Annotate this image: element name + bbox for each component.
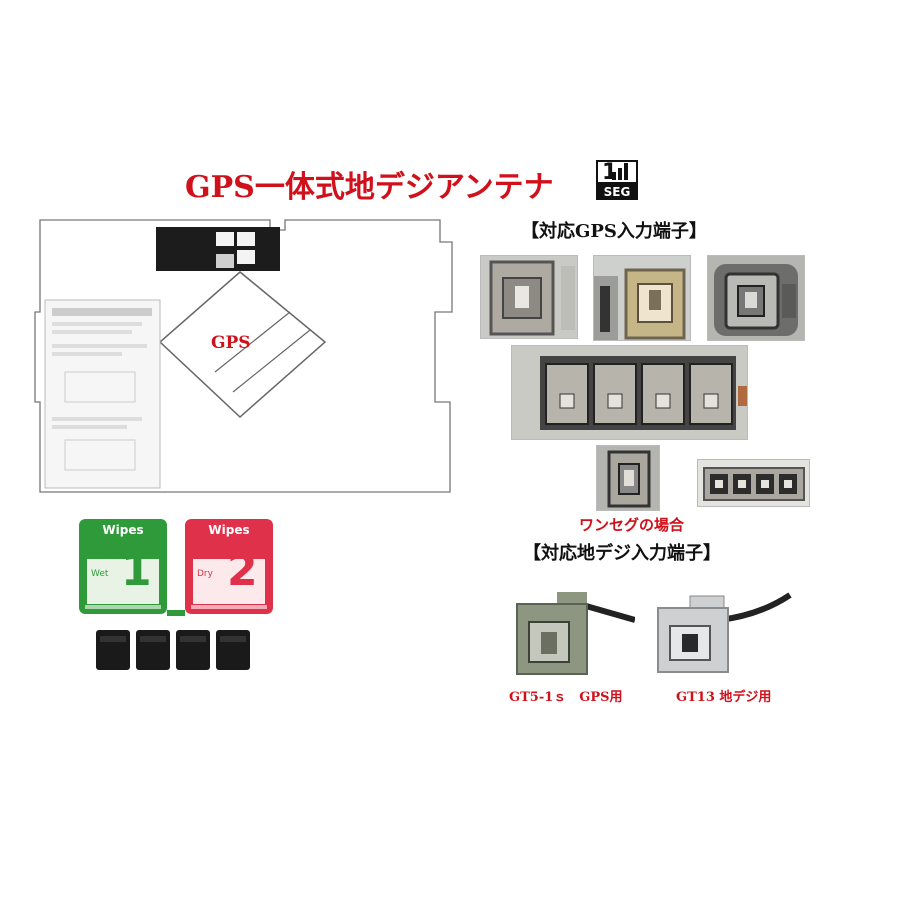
- wipe-wet-tag: Wet: [91, 569, 109, 579]
- wipe-wet-graphic: [79, 519, 167, 614]
- gps-terminal-photo-2: [593, 255, 691, 341]
- wipe-dry-brand: Wipes: [208, 523, 250, 537]
- connector-gt13-caption: GT13 地デジ用: [676, 690, 772, 705]
- one-seg-badge: 1 SEG: [596, 160, 638, 200]
- connector-gt13-graphic: [657, 592, 792, 673]
- antenna-clips: [96, 630, 250, 670]
- seg-text: SEG: [596, 184, 638, 200]
- gps-label: GPS: [211, 333, 251, 353]
- wipe-dry-number: 2: [227, 545, 258, 596]
- wipe-dry-card: Wipes 2 Dry: [185, 519, 273, 614]
- wipe-wet-number: 1: [121, 545, 152, 596]
- gps-terminal-photo-4: [596, 445, 660, 511]
- antenna-element-block: [156, 227, 280, 271]
- gps-terminal-heading: 【対応GPS入力端子】: [521, 221, 707, 242]
- gps-terminal-photo-5: [697, 459, 810, 507]
- connector-gt5-graphic: [516, 592, 635, 675]
- instruction-sheet: [44, 299, 161, 489]
- wipe-wet-card: Wipes 1 Wet: [79, 519, 167, 614]
- signal-bars-icon: [612, 163, 628, 180]
- gps-terminal-photo-3: [707, 255, 805, 341]
- wipe-dry-graphic: [185, 519, 273, 614]
- wipe-wet-brand: Wipes: [102, 523, 144, 537]
- wipe-dry-tag: Dry: [197, 569, 213, 579]
- gps-diamond-element: [158, 271, 327, 419]
- antenna-film-illustration: [34, 219, 453, 493]
- connector-gt5-caption: GT5-1ｓ GPS用: [509, 690, 623, 705]
- gps-terminal-photo-1: [480, 255, 578, 339]
- oneseg-note: ワンセグの場合: [579, 516, 685, 534]
- product-title: GPS一体式地デジアンテナ: [185, 170, 554, 205]
- gps-terminal-photo-multi: [511, 345, 748, 440]
- digital-terminal-heading: 【対応地デジ入力端子】: [523, 543, 721, 564]
- wipe-divider: [167, 610, 185, 616]
